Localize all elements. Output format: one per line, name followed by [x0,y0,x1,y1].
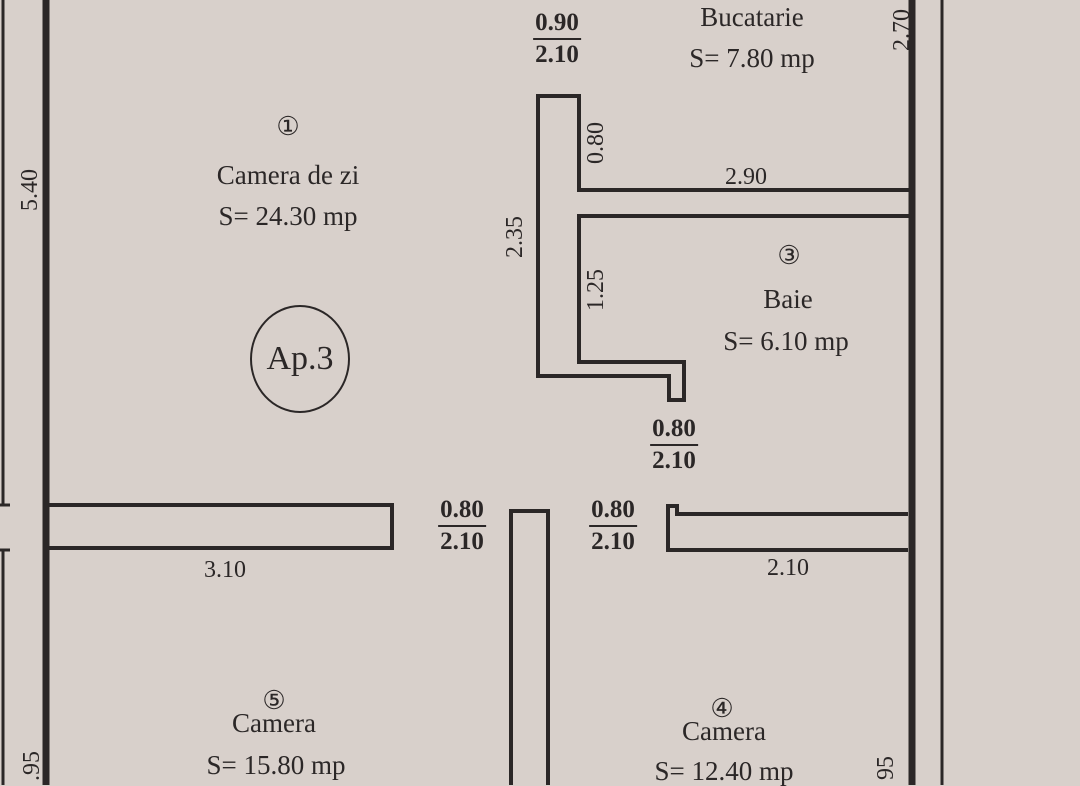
door-width: 0.80 [589,496,637,528]
room-number-5: ⑤ [262,686,286,715]
room-number-3: ③ [777,241,801,270]
door-room-4: 0.80 2.10 [589,496,637,556]
door-height: 2.10 [535,41,579,69]
room-name-camera-5: Camera [232,708,316,738]
room-area-bucatarie: S= 7.80 mp [689,43,815,73]
right-partition-wall [666,504,908,552]
room-area-camera-5: S= 15.80 mp [206,750,346,780]
room-number-4: ④ [710,694,734,723]
dim-left-partition: 3.10 [204,557,246,583]
left-partition-wall [46,503,394,550]
door-width: 0.80 [650,415,698,447]
door-height: 2.10 [591,528,635,556]
room-name-camera-de-zi: Camera de zi [216,160,360,190]
door-width: 0.80 [438,496,486,528]
door-height: 2.10 [440,528,484,556]
door-kitchen: 0.90 2.10 [533,9,581,69]
door-room-5: 0.80 2.10 [438,496,486,556]
dim-left-wall: 5.40 [17,169,43,211]
door-height: 2.10 [652,447,696,475]
dim-kitchen-niche: 0.80 [583,122,609,164]
dim-bath-column: 2.35 [502,216,528,258]
room-area-baie: S= 6.10 mp [723,326,849,356]
dim-bath-niche: 1.25 [583,269,609,311]
room-area-camera-4: S= 12.40 mp [654,756,794,786]
apartment-badge: Ap.3 [250,305,350,413]
kitchen-bath-wall [536,94,912,402]
dim-kitchen-wall: 2.90 [725,164,767,190]
dim-right-partition: 2.10 [767,555,809,581]
dim-kitchen-right: 2.70 [889,9,915,51]
dim-bottom-left: .95 [19,751,45,781]
room-area-camera-de-zi: S= 24.30 mp [218,201,358,231]
room-name-baie: Baie [763,284,813,314]
room-number-1: ① [276,112,300,141]
door-bath: 0.80 2.10 [650,415,698,475]
room-name-bucatarie: Bucatarie [700,2,804,32]
dim-bottom-right: 95 [873,756,899,780]
room-name-camera-4: Camera [682,716,766,746]
center-partition-wall [509,509,550,785]
door-width: 0.90 [533,9,581,41]
